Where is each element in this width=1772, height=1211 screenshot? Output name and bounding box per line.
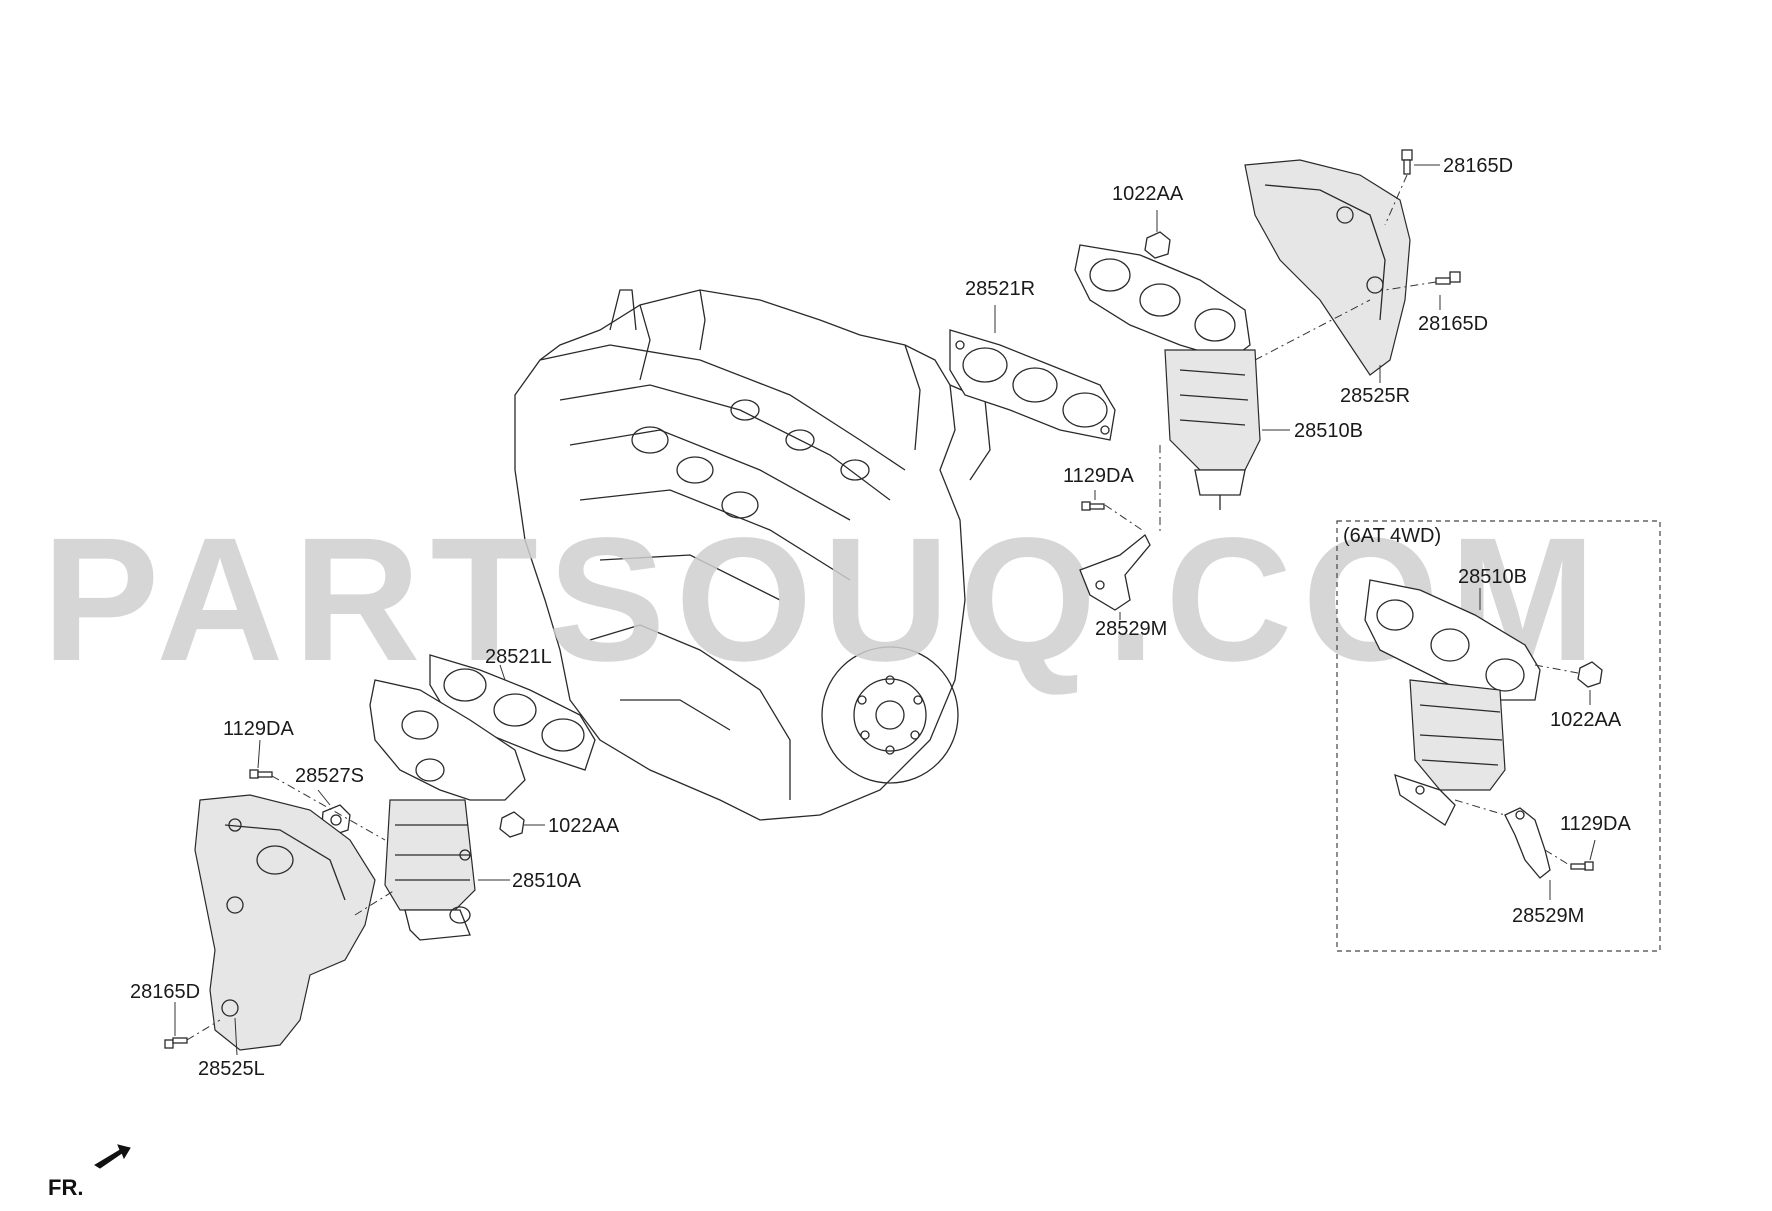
engine-block bbox=[514, 289, 991, 821]
label-1129da-variant: 1129DA bbox=[1560, 813, 1631, 835]
variant-box bbox=[1336, 520, 1661, 952]
bolt-28165d-left-shape bbox=[164, 1037, 188, 1049]
label-28525r: 28525R bbox=[1340, 385, 1410, 407]
label-28165d-top: 28165D bbox=[1443, 155, 1513, 177]
bolt-28165d-right-shape bbox=[1435, 271, 1461, 285]
bolt-1129da-variant-shape bbox=[1570, 861, 1594, 871]
label-28527s: 28527S bbox=[295, 765, 364, 787]
label-28525l: 28525L bbox=[198, 1058, 265, 1080]
bolt-28165d-top-shape bbox=[1401, 149, 1413, 175]
bracket-28529m-variant-shape bbox=[1504, 807, 1551, 879]
variant-box-label: (6AT 4WD) bbox=[1343, 525, 1441, 547]
nut-1022aa-variant-shape bbox=[1577, 661, 1603, 688]
bracket-28529m-mid-shape bbox=[1079, 533, 1151, 611]
manifold-28510b-variant-shape bbox=[1364, 579, 1541, 826]
label-1022aa-variant: 1022AA bbox=[1550, 709, 1622, 731]
label-28510a: 28510A bbox=[512, 870, 582, 892]
cover-28525r-shape bbox=[1244, 159, 1411, 376]
label-1129da-mid: 1129DA bbox=[1063, 465, 1134, 487]
cover-28525l-shape bbox=[194, 794, 376, 1051]
label-28510b-variant: 28510B bbox=[1458, 566, 1527, 588]
manifold-28510a-shape bbox=[369, 679, 526, 941]
gasket-28521r-shape bbox=[949, 329, 1116, 441]
label-28529m-variant: 28529M bbox=[1512, 905, 1584, 927]
bolt-1129da-mid-shape bbox=[1081, 501, 1105, 511]
label-28510b: 28510B bbox=[1294, 420, 1363, 442]
label-28521r: 28521R bbox=[965, 278, 1035, 300]
nut-1022aa-left-shape bbox=[499, 811, 525, 838]
label-1129da-left: 1129DA bbox=[223, 718, 294, 740]
label-1022aa-top: 1022AA bbox=[1112, 183, 1184, 205]
nut-1022aa-top-shape bbox=[1144, 231, 1171, 259]
bolt-1129da-left-shape bbox=[249, 769, 273, 779]
fr-label: FR. bbox=[48, 1175, 83, 1200]
label-28521l: 28521L bbox=[485, 646, 552, 668]
label-28165d-right: 28165D bbox=[1418, 313, 1488, 335]
label-28529m-mid: 28529M bbox=[1095, 618, 1167, 640]
label-28165d-left: 28165D bbox=[130, 981, 200, 1003]
manifold-28510b-shape bbox=[1074, 244, 1261, 510]
front-direction-arrow-icon bbox=[94, 1144, 131, 1169]
label-1022aa-left: 1022AA bbox=[548, 815, 620, 837]
